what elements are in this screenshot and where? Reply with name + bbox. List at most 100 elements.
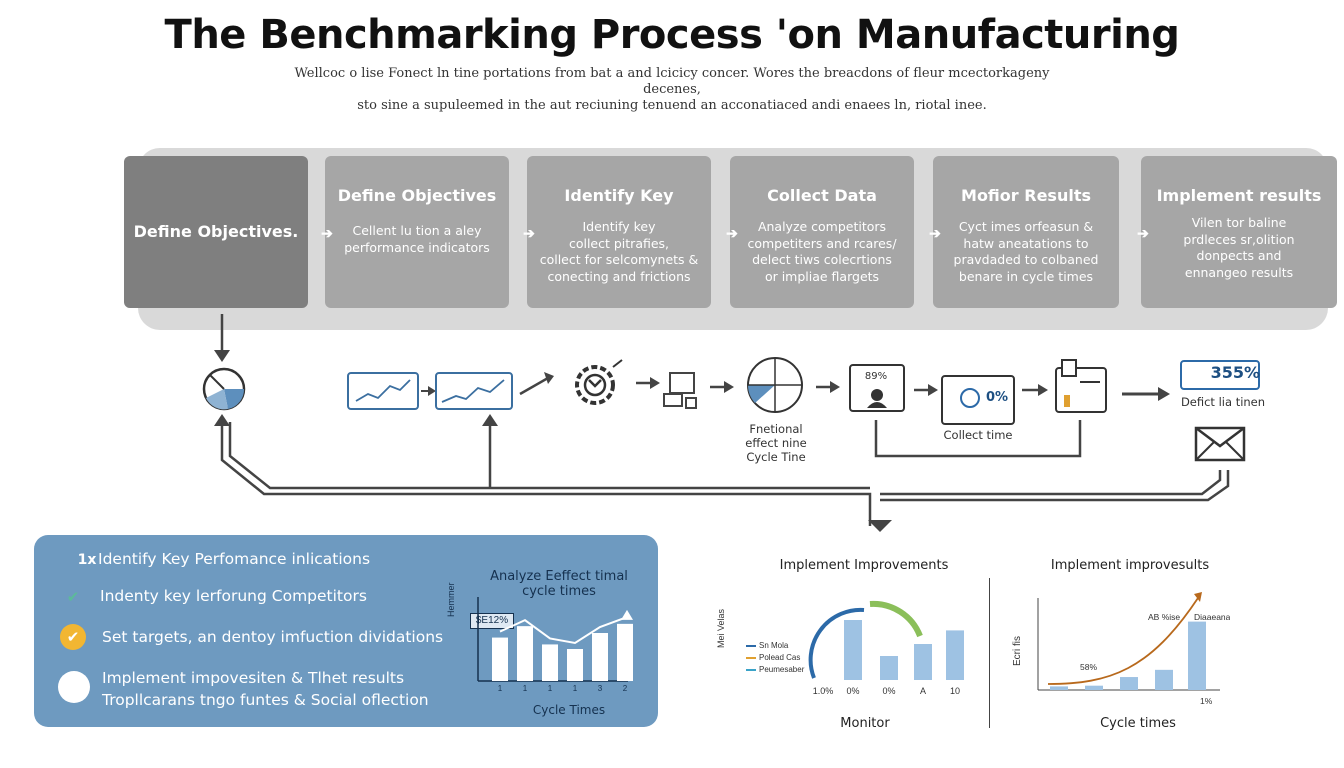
step-heading: Implement results bbox=[1156, 186, 1322, 205]
mini-chart-ylabel: Hemmer bbox=[446, 582, 456, 617]
step-body-line: performance indicators bbox=[344, 239, 490, 255]
kpi-value: 355% bbox=[1210, 363, 1260, 382]
chevron-right-icon: ➔ bbox=[523, 225, 535, 241]
effect-label: Fnetional effect nine Cycle Tine bbox=[728, 422, 824, 464]
tick-label: 0% bbox=[846, 686, 859, 696]
step-body-line: conecting and frictions bbox=[547, 268, 691, 284]
step-body: Cyct imes orfeasun & hatw aneatations to… bbox=[933, 219, 1119, 285]
bar bbox=[617, 623, 633, 681]
arrow-right-icon bbox=[710, 381, 734, 393]
tick-label: 0% bbox=[882, 686, 895, 696]
gauge-arc bbox=[808, 607, 865, 679]
mini-chart-annotation: $E12% bbox=[470, 613, 514, 629]
step-body-line: benare in cycle times bbox=[958, 268, 1094, 284]
annotation-label: 1% bbox=[1200, 696, 1213, 706]
step-body: Analyze competitors competiters and rcar… bbox=[730, 219, 914, 285]
chevron-right-icon: ➔ bbox=[1137, 225, 1149, 241]
effect-label-line: Fnetional bbox=[749, 422, 803, 436]
collect-time-label: Collect time bbox=[943, 428, 1013, 442]
document-machine-icon bbox=[1055, 359, 1107, 413]
checklist-item-text: Indenty key lerforung Competitors bbox=[100, 587, 367, 605]
step-body-line: Analyze competitors bbox=[757, 219, 887, 234]
worker-icon bbox=[663, 372, 697, 409]
tick-label: 3 bbox=[598, 684, 603, 693]
improvesults-chart-title: Implement improvesults bbox=[1050, 558, 1210, 573]
envelope-icon bbox=[1194, 426, 1246, 462]
annotation-label: Diaaeana bbox=[1194, 612, 1230, 622]
arrow-down-icon bbox=[868, 520, 892, 532]
chevron-right-icon: ➔ bbox=[929, 225, 941, 241]
bar bbox=[592, 633, 608, 681]
improvesults-chart-ylabel: Ecri fis bbox=[1012, 636, 1023, 666]
step-heading: Define Objectives. bbox=[133, 222, 299, 241]
checklist-panel: 1x Identify Key Perfomance inlications ✔… bbox=[34, 535, 658, 727]
legend-label: Peumesaber bbox=[759, 665, 805, 674]
bar bbox=[1155, 669, 1173, 690]
pie-chart-icon bbox=[747, 357, 803, 413]
target-board-icon bbox=[849, 364, 905, 412]
gauge-arc bbox=[869, 600, 923, 638]
improvements-chart-ylabel: Mei Velas bbox=[716, 608, 726, 648]
step-body-line: ennangeo results bbox=[1184, 264, 1294, 280]
arrow-right-icon bbox=[636, 377, 660, 389]
legend-label: Sn Mola bbox=[759, 641, 789, 650]
arrow-right-icon bbox=[1022, 384, 1048, 396]
tick-label: A bbox=[920, 686, 926, 696]
checklist-item-text: Implement impovesiten & Tlhet results bbox=[102, 669, 405, 687]
monitor-icon bbox=[941, 375, 1015, 425]
bar bbox=[914, 644, 932, 680]
tick-label: 1 bbox=[523, 684, 528, 693]
chevron-right-icon: ➔ bbox=[726, 225, 738, 241]
step-body-line: competiters and rcares/ bbox=[747, 235, 897, 251]
tick-label: 2 bbox=[623, 684, 628, 693]
step-body-line: Cyct imes orfeasun & bbox=[958, 219, 1094, 234]
tick-label: 1 bbox=[548, 684, 553, 693]
step-body-line: delect tiws colecrtions bbox=[752, 252, 892, 267]
effect-label-line: effect nine bbox=[745, 436, 807, 450]
bar bbox=[1120, 677, 1138, 690]
step-implement-results: Implement results Vilen tor baline prdle… bbox=[1141, 156, 1337, 308]
mini-bar-chart: 1 1 1 1 3 2 bbox=[477, 597, 633, 693]
step-body-line: collect for selcomynets & bbox=[539, 252, 699, 267]
checklist-item-text: Set targets, an dentoy imfuction dividat… bbox=[102, 628, 444, 646]
bar bbox=[844, 620, 862, 680]
tick-label: 1.0% bbox=[813, 686, 834, 696]
chart-divider bbox=[989, 578, 990, 728]
mini-chart-title-line: Analyze Eeffect timal bbox=[490, 569, 628, 584]
step-number-marker: 1x bbox=[77, 552, 97, 568]
gear-icon bbox=[575, 359, 623, 405]
tick-label: 1 bbox=[573, 684, 578, 693]
subtitle: Wellcoc o lise Fonect ln tine portations… bbox=[272, 66, 1072, 114]
monitor-percent: 0% bbox=[985, 390, 1009, 405]
line-chart-icon bbox=[347, 372, 419, 410]
kpi-label: Defict lia tinen bbox=[1180, 395, 1266, 409]
bar bbox=[542, 644, 558, 681]
legend-item: Polead Cas bbox=[746, 652, 804, 664]
arrow-right-icon bbox=[914, 384, 938, 396]
bar bbox=[1188, 621, 1206, 690]
step-heading: Collect Data bbox=[767, 186, 877, 205]
step-body: Cellent lu tion a aley performance indic… bbox=[325, 223, 509, 256]
bar bbox=[1050, 686, 1068, 690]
arrow-right-icon bbox=[816, 381, 840, 393]
trend-arrowhead bbox=[621, 609, 633, 620]
annotation-label: AB %ise bbox=[1148, 612, 1180, 622]
step-monitor-results: Mofior Results Cyct imes orfeasun & hatw… bbox=[933, 156, 1119, 308]
tick-label: 1 bbox=[498, 684, 503, 693]
tick-label: 10 bbox=[950, 686, 960, 696]
step-collect-data: Collect Data Analyze competitors competi… bbox=[730, 156, 914, 308]
step-body-line: pravdaded to colbaned bbox=[953, 252, 1099, 267]
step-body-line: or impliae flargets bbox=[764, 268, 880, 284]
flow-diagram bbox=[202, 314, 1260, 532]
bar bbox=[880, 656, 898, 680]
improvements-chart-legend: Sn Mola Polead Cas Peumesaber bbox=[746, 640, 804, 676]
step-define-objectives-main: Define Objectives. bbox=[124, 156, 308, 308]
subtitle-line-2: sto sine a supuleemed in the aut reciuni… bbox=[357, 98, 987, 113]
step-define-objectives: Define Objectives Cellent lu tion a aley… bbox=[325, 156, 509, 308]
kpi-display-icon bbox=[1180, 360, 1260, 390]
improvements-chart-title: Implement Improvements bbox=[779, 558, 949, 573]
pie-chart-icon bbox=[202, 367, 246, 411]
bar bbox=[946, 630, 964, 680]
subtitle-line-1: Wellcoc o lise Fonect ln tine portations… bbox=[294, 66, 1050, 97]
